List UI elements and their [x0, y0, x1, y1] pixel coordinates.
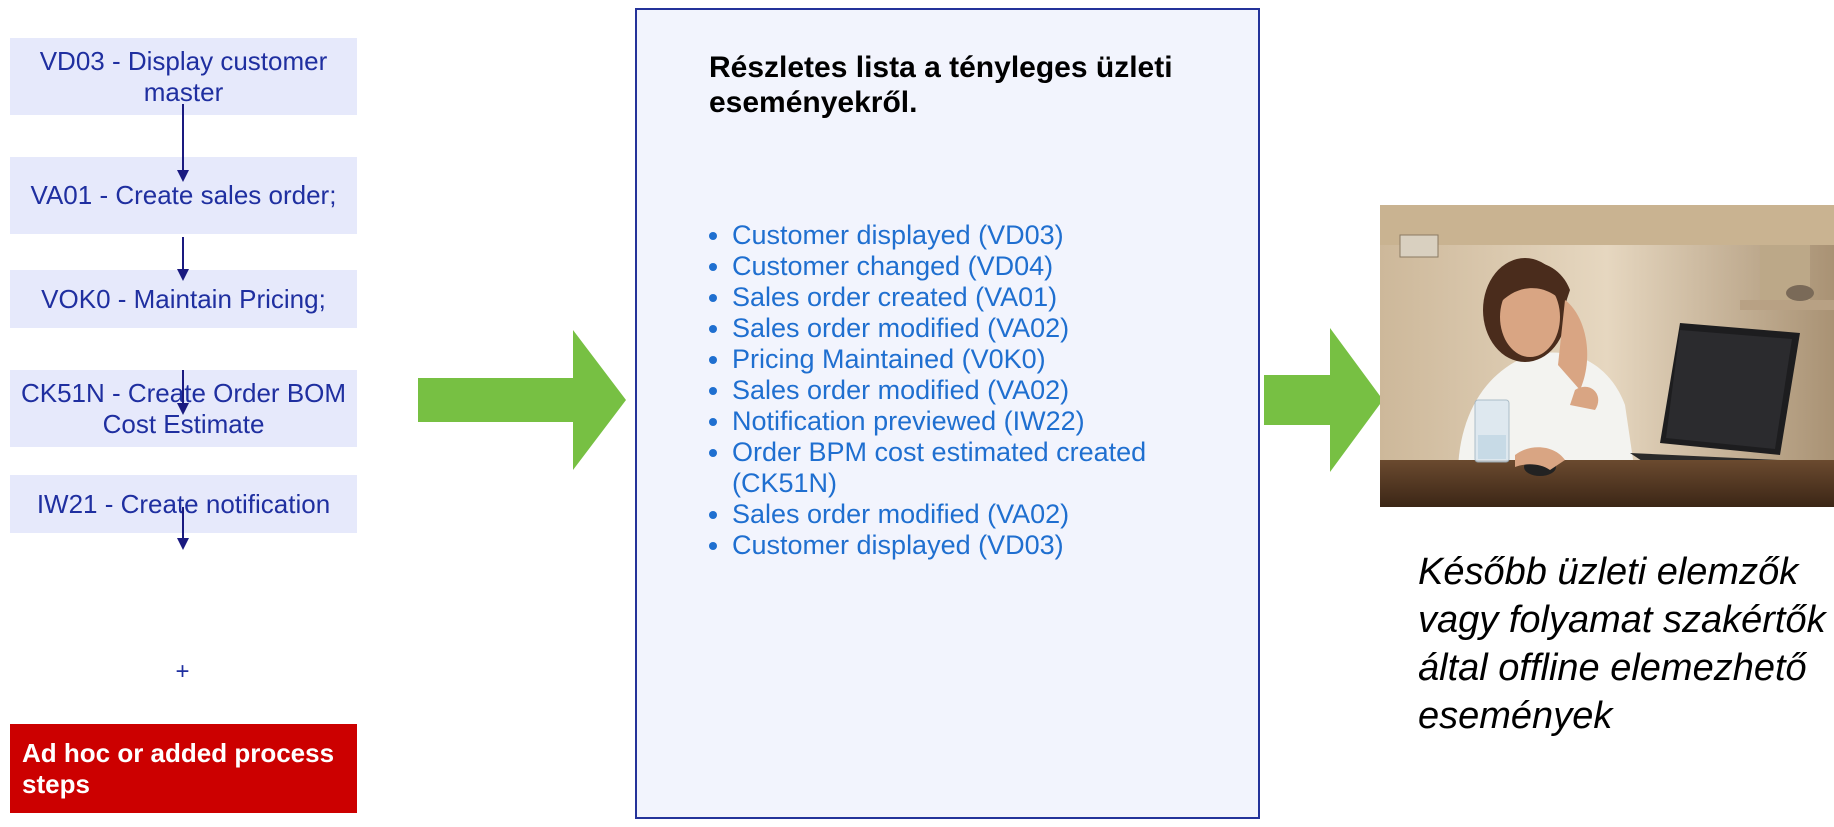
- caption-text: Később üzleti elemzők vagy folyamat szak…: [1418, 551, 1826, 737]
- list-item: Sales order created (VA01): [732, 282, 1212, 313]
- list-item: Customer displayed (VD03): [732, 530, 1212, 561]
- adhoc-steps-box: Ad hoc or added process steps: [10, 724, 357, 813]
- connector-arrow-3: [177, 370, 189, 415]
- connector-arrow-2: [177, 237, 189, 281]
- big-arrow-left: [418, 330, 626, 470]
- list-item: Order BPM cost estimated created (CK51N): [732, 437, 1212, 499]
- list-item: Pricing Maintained (V0K0): [732, 344, 1212, 375]
- connector-arrow-1: [177, 104, 189, 182]
- step-label: VOK0 - Maintain Pricing;: [41, 283, 326, 314]
- list-item: Sales order modified (VA02): [732, 375, 1212, 406]
- step-label: VD03 - Display customer master: [39, 45, 328, 107]
- event-list: Customer displayed (VD03) Customer chang…: [692, 220, 1212, 561]
- list-title: Részletes lista a tényleges üzleti esemé…: [709, 51, 1173, 119]
- connector-arrow-4: [177, 507, 189, 550]
- list-item: Customer displayed (VD03): [732, 220, 1212, 251]
- big-arrow-right: [1264, 328, 1383, 472]
- step-vd03: VD03 - Display customer master: [10, 38, 357, 115]
- plus-sign: +: [175, 658, 190, 685]
- step-label: VA01 - Create sales order;: [30, 180, 337, 210]
- analyst-photo: [1380, 205, 1834, 507]
- step-ck51n: CK51N - Create Order BOM Cost Estimate: [10, 370, 357, 447]
- list-item: Customer changed (VD04): [732, 251, 1212, 282]
- list-item: Sales order modified (VA02): [732, 499, 1212, 530]
- list-item: Notification previewed (IW22): [732, 406, 1212, 437]
- event-list-box: Részletes lista a tényleges üzleti esemé…: [635, 8, 1260, 819]
- list-item: Sales order modified (VA02): [732, 313, 1212, 344]
